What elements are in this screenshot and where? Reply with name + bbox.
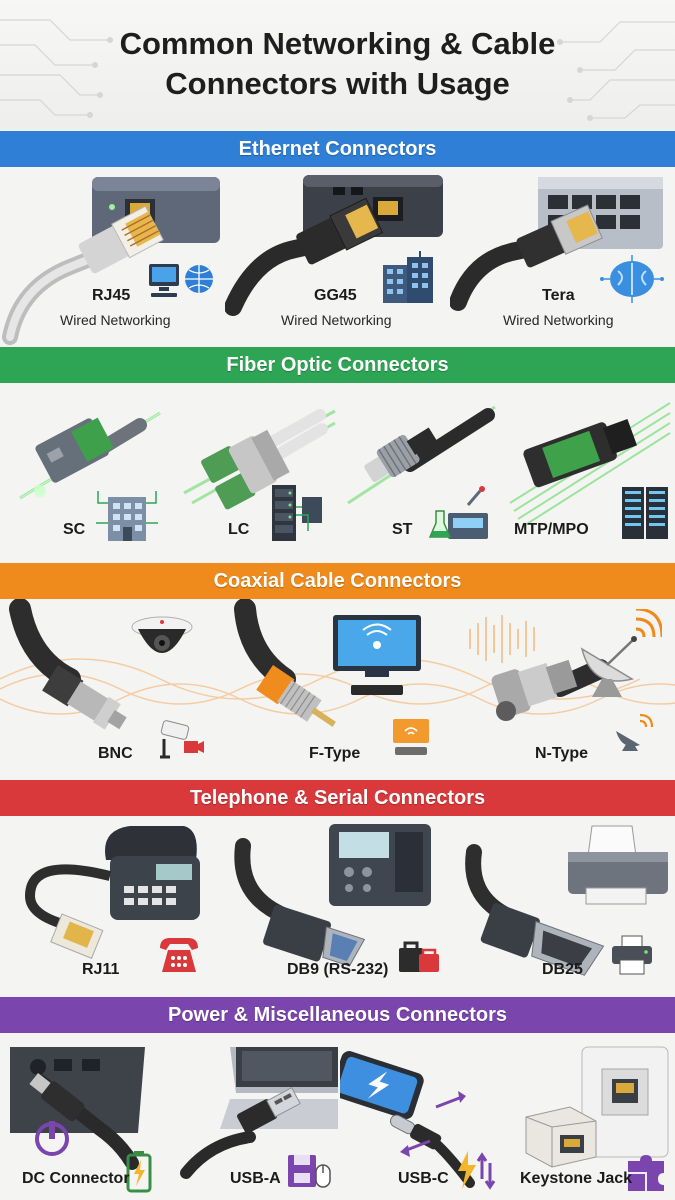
- rj11-item: RJ11: [0, 816, 225, 994]
- dome-camera-icon: [131, 616, 193, 653]
- printer-icon: [612, 935, 652, 975]
- satellite-dish-icon: [580, 609, 662, 697]
- rj11-label: RJ11: [82, 961, 120, 978]
- telephone-section-header: Telephone & Serial Connectors: [0, 780, 675, 816]
- header: Common Networking & Cable Connectors wit…: [0, 0, 675, 130]
- fiber-section-title: Fiber Optic Connectors: [226, 353, 449, 376]
- gg45-connector-illustration: [225, 175, 443, 316]
- gg45-label: GG45: [314, 287, 357, 304]
- power-section: DC Connector USB-A: [0, 1033, 675, 1200]
- usb-c-connector-illustration: [340, 1051, 475, 1188]
- computer-globe-icon: [149, 264, 213, 297]
- gg45-item: GG45 Wired Networking: [225, 167, 450, 345]
- power-section-header: Power & Miscellaneous Connectors: [0, 997, 675, 1033]
- telephone-section-title: Telephone & Serial Connectors: [189, 786, 486, 809]
- db25-label: DB25: [542, 961, 583, 978]
- usb-a-label: USB-A: [230, 1170, 281, 1187]
- db25-connector-illustration: [465, 825, 668, 976]
- ethernet-section-title: Ethernet Connectors: [238, 137, 437, 160]
- sc-item: SC: [0, 383, 170, 561]
- f-type-label: F-Type: [309, 745, 361, 762]
- set-top-box-icon: [393, 719, 429, 755]
- n-type-label: N-Type: [535, 745, 589, 762]
- db9-connector-illustration: [234, 824, 431, 967]
- db9-label: DB9 (RS-232): [287, 961, 389, 978]
- ethernet-section-header: Ethernet Connectors: [0, 131, 675, 167]
- keystone-jack-label: Keystone Jack: [520, 1170, 633, 1187]
- lc-label: LC: [228, 521, 250, 538]
- sc-label: SC: [63, 521, 86, 538]
- bnc-connector-illustration: [9, 599, 127, 730]
- bnc-label: BNC: [98, 745, 133, 762]
- coaxial-section-header: Coaxial Cable Connectors: [0, 563, 675, 599]
- st-item: ST: [340, 383, 500, 561]
- server-rack-icon: [272, 485, 322, 541]
- toolbox-icon: [399, 941, 439, 972]
- lab-equipment-icon: [428, 486, 488, 539]
- rj45-item: RJ45 Wired Networking: [0, 167, 225, 345]
- n-type-item: N-Type: [450, 599, 675, 777]
- tera-connector-illustration: [450, 177, 663, 311]
- dc-connector-item: DC Connector: [0, 1033, 170, 1200]
- coaxial-section-title: Coaxial Cable Connectors: [213, 569, 462, 592]
- tv-icon: [333, 615, 421, 695]
- tera-item: Tera Wired Networking: [450, 167, 675, 345]
- circuit-pattern: [0, 19, 675, 121]
- battery-charging-icon: [126, 1151, 152, 1193]
- coaxial-section: BNC F-Type: [0, 599, 675, 777]
- usb-a-connector-illustration: [180, 1047, 338, 1179]
- usb-c-label: USB-C: [398, 1170, 449, 1187]
- db9-item: DB9 (RS-232): [225, 816, 450, 994]
- tera-label: Tera: [542, 287, 575, 304]
- keystone-jack-item: Keystone Jack: [500, 1033, 675, 1200]
- rj45-label: RJ45: [92, 287, 131, 304]
- small-dish-icon: [616, 713, 654, 751]
- bnc-item: BNC: [0, 599, 225, 777]
- telephone-section: RJ11 DB9 (RS-232): [0, 816, 675, 994]
- lc-item: LC: [170, 383, 340, 561]
- keystone-jack-illustration: [525, 1046, 669, 1168]
- fiber-section-header: Fiber Optic Connectors: [0, 347, 675, 383]
- floppy-mouse-icon: [288, 1155, 331, 1188]
- page-title: Common Networking & Cable Connectors wit…: [0, 24, 675, 104]
- ethernet-section: RJ45 Wired Networking GG45 Wired Network…: [0, 167, 675, 345]
- building-network-icon: [96, 491, 158, 541]
- telephone-icon: [160, 938, 198, 972]
- brain-network-icon: [600, 255, 664, 303]
- title-line-1: Common Networking & Cable: [119, 26, 556, 61]
- usb-a-item: USB-A: [170, 1033, 340, 1200]
- st-label: ST: [392, 521, 413, 538]
- dc-connector-label: DC Connector: [22, 1170, 130, 1187]
- power-section-title: Power & Miscellaneous Connectors: [168, 1003, 507, 1026]
- office-building-icon: [383, 251, 433, 303]
- mtp-mpo-label: MTP/MPO: [514, 521, 589, 538]
- f-type-item: F-Type: [225, 599, 450, 777]
- rj11-connector-illustration: [24, 826, 200, 959]
- mtp-mpo-item: MTP/MPO: [500, 383, 675, 561]
- st-connector-illustration: [347, 405, 496, 505]
- lc-connector-illustration: [183, 409, 336, 510]
- tera-usage: Wired Networking: [503, 312, 614, 328]
- f-type-connector-illustration: [234, 599, 336, 727]
- lightning-arrows-icon: [458, 1151, 496, 1190]
- puzzle-icon: [628, 1155, 664, 1191]
- rj45-usage: Wired Networking: [60, 312, 171, 328]
- db25-item: DB25: [450, 816, 675, 994]
- rj45-connector-illustration: [2, 177, 220, 345]
- fiber-section: SC LC: [0, 383, 675, 561]
- title-line-2: Connectors with Usage: [165, 66, 510, 101]
- gg45-usage: Wired Networking: [281, 312, 392, 328]
- usb-c-item: USB-C: [340, 1033, 500, 1200]
- cctv-camera-icon: [160, 720, 204, 759]
- sc-connector-illustration: [19, 411, 161, 500]
- data-center-icon: [622, 487, 668, 539]
- mtp-mpo-connector-illustration: [509, 402, 671, 528]
